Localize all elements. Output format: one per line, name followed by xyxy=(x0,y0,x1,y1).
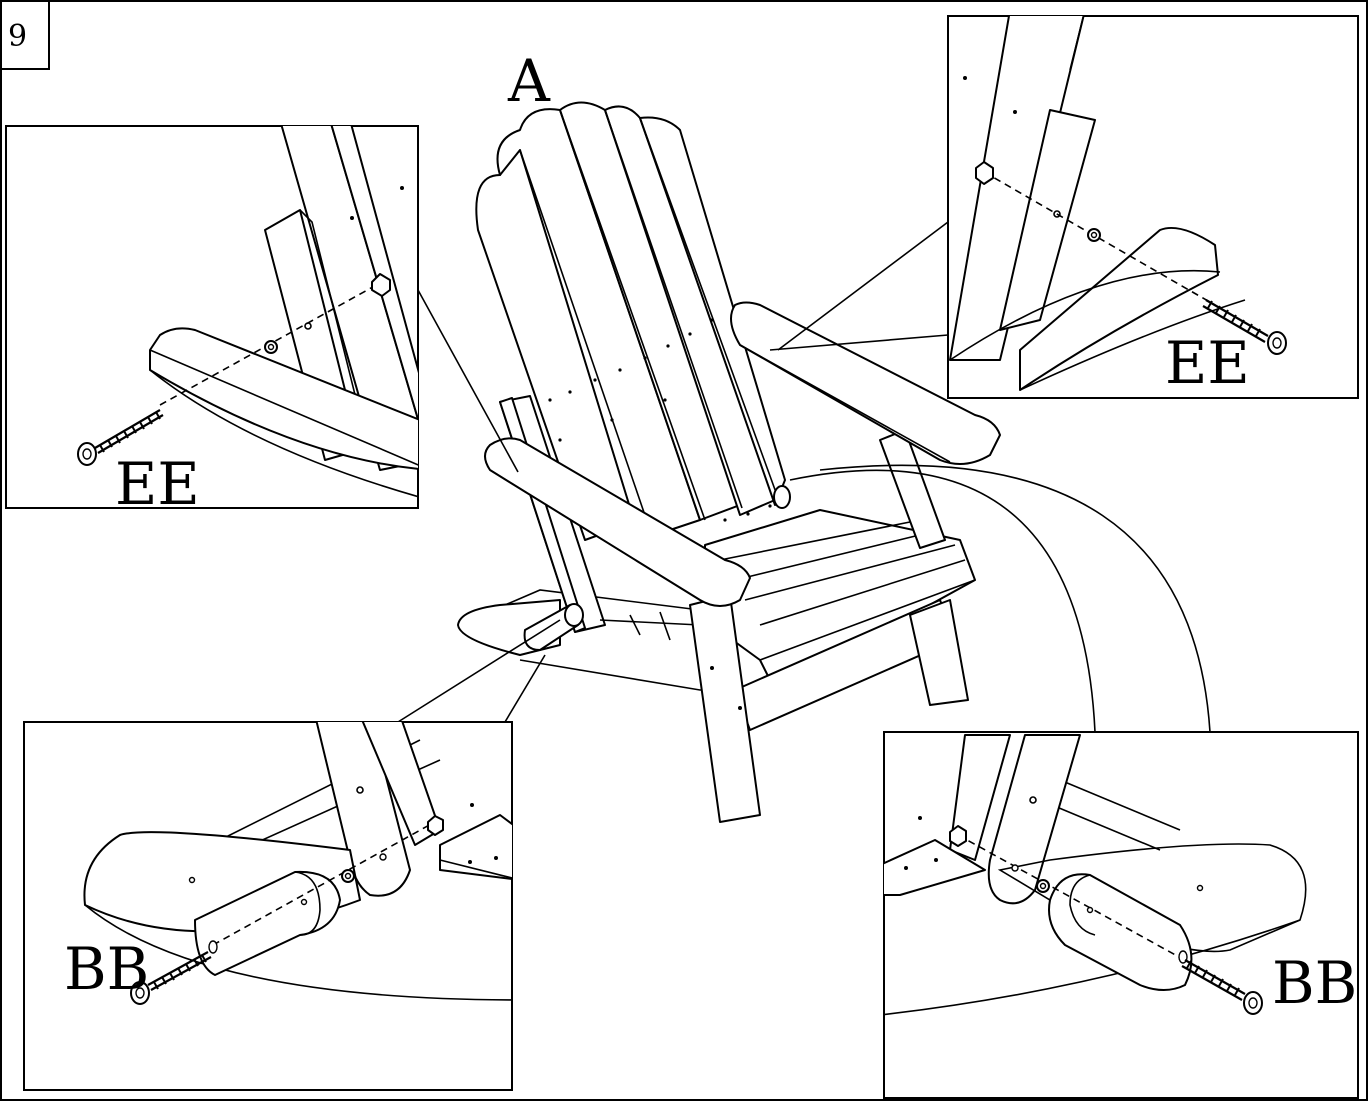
bolt-label-bb-right: BB xyxy=(1272,949,1357,1017)
leader-top-left xyxy=(417,289,519,473)
screw-label-ee-left: EE xyxy=(115,450,200,518)
leader-bottom-left-b xyxy=(504,654,546,723)
leader-top-right-lower xyxy=(769,334,949,351)
leader-bottom-left-a xyxy=(397,619,561,723)
leader-top-right-upper xyxy=(777,221,949,351)
bolt-label-bb-left: BB xyxy=(64,935,149,1003)
callout-top-left: EE xyxy=(5,125,419,518)
step-number: 9 xyxy=(8,19,27,54)
callout-top-right: EE xyxy=(947,15,1359,399)
step-number-box: 9 xyxy=(0,0,50,70)
screw-label-ee-right: EE xyxy=(1165,329,1250,397)
callout-bottom-right: BB xyxy=(883,731,1359,1099)
callout-bottom-left: BB xyxy=(23,721,513,1091)
chair-label: A xyxy=(507,47,551,115)
chair-illustration: A xyxy=(457,47,1211,823)
